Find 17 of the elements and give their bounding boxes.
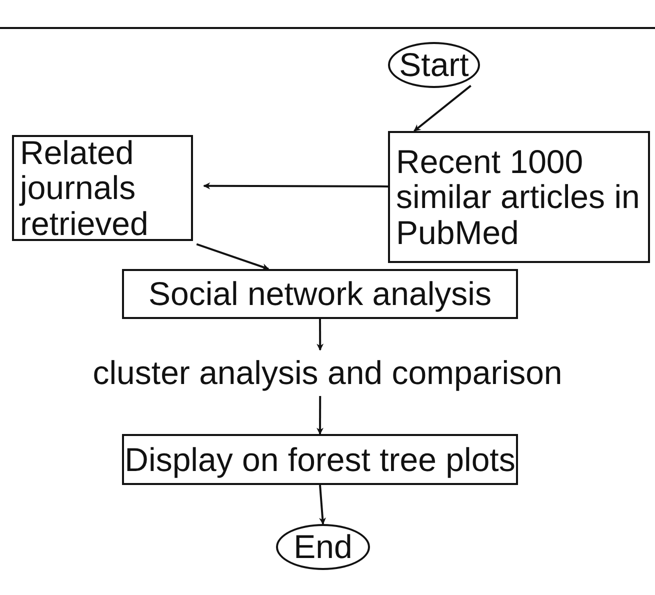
arrow: [316, 396, 324, 435]
node-text: Start: [399, 47, 469, 83]
process-box: [122, 434, 518, 485]
node-text: Recent 1000 similar articles in PubMed: [396, 144, 641, 250]
node-text: End: [294, 529, 352, 565]
node-text: Display on forest tree plots: [124, 442, 516, 478]
process-box: [388, 131, 650, 263]
node-text: Social network analysis: [148, 276, 492, 312]
process-box: [12, 135, 193, 241]
process-box: [122, 269, 518, 319]
step-text: cluster analysis and comparison: [20, 350, 635, 396]
arrow: [316, 319, 324, 351]
arrow: [203, 182, 388, 190]
arrow: [414, 84, 472, 132]
node-text: Related journals retrieved: [20, 134, 150, 242]
arrow: [319, 484, 326, 525]
arrow: [196, 243, 270, 270]
